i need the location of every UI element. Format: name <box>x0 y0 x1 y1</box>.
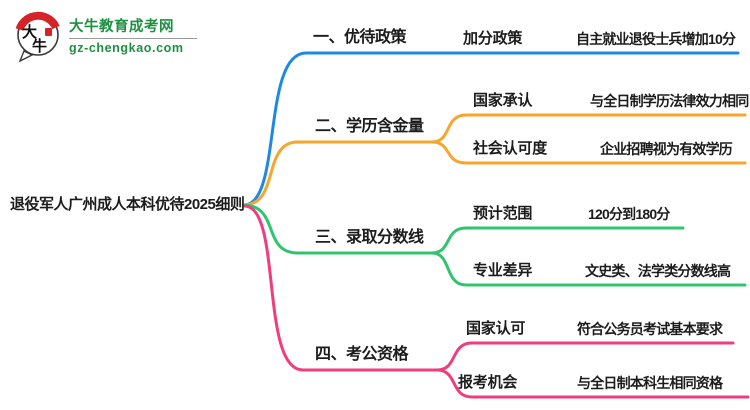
branch2-main-line <box>243 140 434 207</box>
branch2-title: 二、学历含金量 <box>315 118 424 135</box>
branch1-sub-label: 加分政策 <box>463 30 523 47</box>
branch4-sub1-detail: 符合公务员考试基本要求 <box>577 321 723 337</box>
branch2-sub2-label: 社会认可度 <box>473 140 548 157</box>
branch2-sub1-detail: 与全日制学历法律效力相同 <box>590 93 749 109</box>
branch4-lower-line <box>435 368 750 399</box>
branch4-sub2-detail: 与全日制本科生相同资格 <box>577 375 723 391</box>
logo-char-niu: 牛 <box>32 37 47 55</box>
branch1-line <box>243 51 740 207</box>
branch2-sub2-detail: 企业招聘视为有效学历 <box>600 141 733 157</box>
site-url[interactable]: gz-chengkao.com <box>69 40 184 55</box>
branch4-title: 四、考公资格 <box>315 346 409 363</box>
branch4-main-line <box>243 204 439 372</box>
branch2-upper-line <box>430 113 747 144</box>
branch3-lower-line <box>430 251 747 287</box>
red-seal-stamp <box>45 28 52 36</box>
branch3-sub2-detail: 文史类、法学类分数线高 <box>585 263 731 279</box>
branch2-sub1-label: 国家承认 <box>473 92 533 109</box>
site-logo[interactable]: 大 牛 大牛教育成考网 gz-chengkao.com <box>14 11 197 63</box>
branch4-sub1-label: 国家认可 <box>466 320 526 337</box>
logo-divider <box>69 37 197 39</box>
red-arc <box>15 11 60 31</box>
root-node: 退役军人广州成人本科优待2025细则 <box>10 196 245 213</box>
branch4-sub2-label: 报考机会 <box>458 374 518 391</box>
branch3-main-line <box>243 203 434 255</box>
branch2-lower-line <box>430 140 747 165</box>
branch3-title: 三、录取分数线 <box>315 229 424 246</box>
branch3-sub1-label: 预计范围 <box>473 205 533 222</box>
logo-char-da: 大 <box>22 23 37 41</box>
branch1-title: 一、优待政策 <box>313 29 407 46</box>
daniu-speech-bubble-icon: 大 牛 <box>15 11 60 63</box>
branch3-upper-line <box>430 226 685 255</box>
branch1-sub-detail: 自主就业退役士兵增加10分 <box>576 31 736 47</box>
site-name: 大牛教育成考网 <box>69 18 174 35</box>
branch3-sub2-label: 专业差异 <box>473 262 533 279</box>
branch3-sub1-detail: 120分到180分 <box>588 206 670 222</box>
branch4-upper-line <box>435 341 735 372</box>
